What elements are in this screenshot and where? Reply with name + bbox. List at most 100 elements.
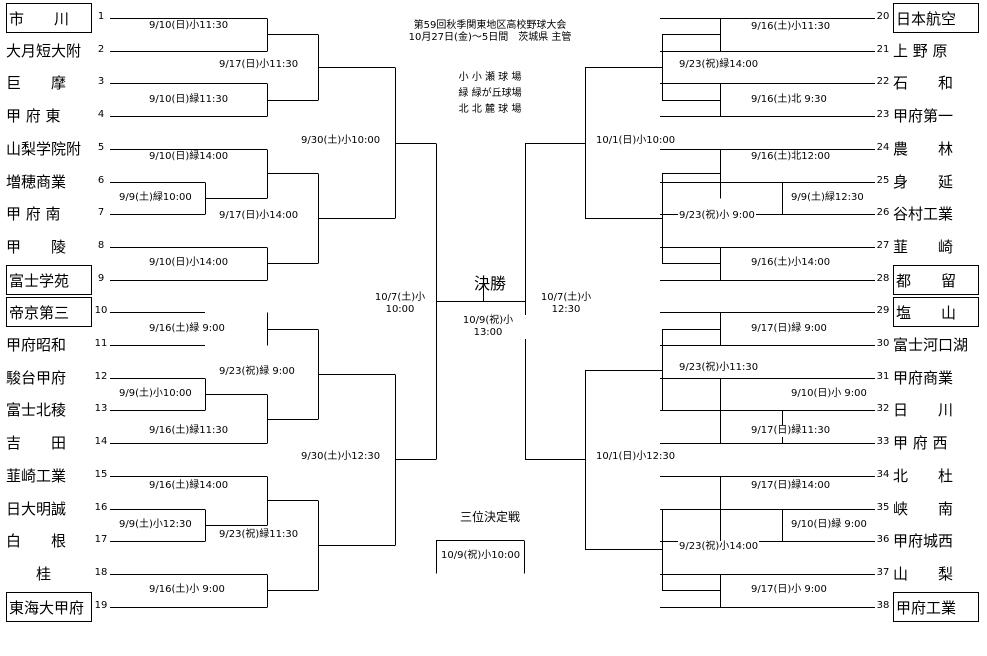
match-date-label: 9/10(日)小14:00	[148, 257, 230, 270]
seed-number: 17	[94, 534, 108, 546]
match-date-label: 9/30(土)小12:30	[300, 451, 382, 464]
team-name: 都 留	[893, 264, 979, 295]
match-date-label: 9/16(土)緑11:30	[148, 425, 230, 438]
team-name: 増穂商業	[6, 172, 67, 191]
match-date-label: 9/17(日)緑 9:00	[750, 322, 828, 335]
seed-number: 28	[876, 272, 890, 284]
team-name: 山梨学院附	[6, 139, 82, 158]
team-name: 吉 田	[6, 434, 67, 453]
team-name: 大月短大附	[6, 41, 82, 60]
team-name: 甲府昭和	[6, 336, 67, 354]
team-name: 韮 崎	[893, 237, 954, 256]
seed-number: 26	[876, 207, 890, 219]
match-date-label: 9/17(日)小11:30	[218, 59, 300, 72]
team-name: 甲 府 南	[6, 205, 61, 224]
seed-number: 37	[876, 566, 890, 578]
match-date-label: 9/10(日)小 9:00	[790, 388, 868, 401]
match-date-label: 9/10(日)緑 9:00	[790, 518, 868, 531]
seed-number: 21	[876, 43, 890, 55]
match-date-label: 9/9(土)緑12:30	[790, 191, 865, 204]
semi-left-line1: 10/7(土)小	[374, 292, 426, 303]
venue-item: 北 北 麓 球 場	[458, 104, 522, 115]
seed-number: 32	[876, 403, 890, 415]
match-date-label: 9/23(祝)小 9:00	[678, 210, 756, 223]
tournament-dates: 10月27日(金)～5日間 茨城県 主管	[408, 32, 572, 43]
match-date-label: 9/16(土)小 9:00	[148, 584, 226, 597]
match-date-label: 9/10(日)小11:30	[148, 20, 230, 33]
team-name: 甲 陵	[6, 237, 67, 256]
seed-number: 5	[97, 141, 105, 153]
team-name: 甲府城西	[893, 532, 954, 551]
team-name: 身 延	[893, 172, 954, 191]
team-name: 白 根	[6, 532, 67, 551]
match-date-label: 9/17(日)小14:00	[218, 210, 300, 223]
match-date-label: 9/16(土)北 9:30	[750, 93, 828, 106]
match-date-label: 9/17(日)緑11:30	[750, 425, 832, 438]
match-date-label: 9/9(土)小12:30	[118, 518, 193, 531]
seed-number: 25	[876, 174, 890, 186]
match-date-label: 9/23(祝)緑11:30	[218, 529, 300, 542]
seed-number: 14	[94, 436, 108, 448]
team-name: 塩 山	[893, 297, 979, 328]
match-date-label: 9/16(土)緑14:00	[148, 479, 230, 492]
semi-right-line2: 12:30	[551, 304, 581, 315]
seed-number: 13	[94, 403, 108, 415]
seed-number: 29	[876, 305, 890, 317]
venue-item: 小 小 瀬 球 場	[458, 72, 522, 83]
team-name: 富士河口湖	[893, 336, 969, 354]
semi-right-date: 10/7(土)小 12:30	[532, 292, 600, 316]
team-name: 韮崎工業	[6, 466, 67, 485]
tournament-title: 第59回秋季関東地区高校野球大会 10月27日(金)～5日間 茨城県 主管	[360, 20, 620, 44]
team-name: 日本航空	[893, 3, 979, 33]
team-name: 甲府工業	[893, 591, 979, 622]
team-name: 峡 南	[893, 499, 954, 518]
match-date-label: 9/16(土)小11:30	[750, 21, 832, 34]
team-name: 農 林	[893, 139, 954, 158]
seed-number: 2	[97, 43, 105, 55]
team-name: 巨 摩	[6, 74, 67, 93]
team-name: 甲府商業	[893, 368, 954, 387]
seed-number: 31	[876, 370, 890, 382]
seed-number: 1	[97, 11, 105, 22]
match-date-label: 9/9(土)緑10:00	[118, 191, 193, 204]
team-name: 甲 府 西	[893, 434, 948, 453]
seed-number: 30	[876, 338, 890, 349]
team-name: 日 川	[893, 401, 954, 420]
seed-number: 19	[94, 599, 108, 611]
match-date-label: 9/16(土)北12:00	[750, 150, 832, 163]
match-date-label: 9/23(祝)緑 9:00	[218, 365, 296, 378]
seed-number: 6	[97, 174, 105, 186]
team-name: 市 川	[6, 3, 92, 33]
team-name: 桂	[6, 564, 52, 583]
seed-number: 22	[876, 76, 890, 88]
team-name: 富士学苑	[6, 264, 92, 295]
team-name: 帝京第三	[6, 297, 92, 328]
seed-number: 15	[94, 468, 108, 480]
match-date-label: 9/9(土)小10:00	[118, 388, 193, 401]
venue-legend: 小 小 瀬 球 場 緑 緑が丘球場 北 北 麓 球 場	[410, 70, 570, 118]
match-date-label: 9/16(土)緑 9:00	[148, 322, 226, 335]
seed-number: 16	[94, 501, 108, 513]
team-name: 山 梨	[893, 564, 954, 583]
team-name: 甲府第一	[893, 107, 954, 126]
seed-number: 38	[876, 599, 890, 611]
match-date-label: 10/1(日)小10:00	[595, 134, 677, 147]
seed-number: 34	[876, 468, 890, 480]
seed-number: 18	[94, 566, 108, 578]
seed-number: 7	[97, 207, 105, 219]
match-date-label: 9/16(土)小14:00	[750, 257, 832, 270]
third-place-title: 三位決定戦	[459, 510, 520, 524]
tournament-name: 第59回秋季関東地区高校野球大会	[413, 20, 567, 31]
team-name: 北 杜	[893, 466, 954, 485]
seed-number: 23	[876, 109, 890, 121]
venue-item: 緑 緑が丘球場	[458, 88, 522, 99]
seed-number: 4	[97, 109, 105, 121]
seed-number: 35	[876, 501, 890, 513]
semi-left-line2: 10:00	[385, 304, 415, 315]
match-date-label: 9/17(日)小 9:00	[750, 584, 828, 597]
semi-right-line1: 10/7(土)小	[540, 292, 592, 303]
match-date-label: 10/1(日)小12:30	[595, 451, 677, 464]
match-date-label: 9/23(祝)小14:00	[678, 541, 760, 554]
seed-number: 12	[94, 370, 108, 382]
